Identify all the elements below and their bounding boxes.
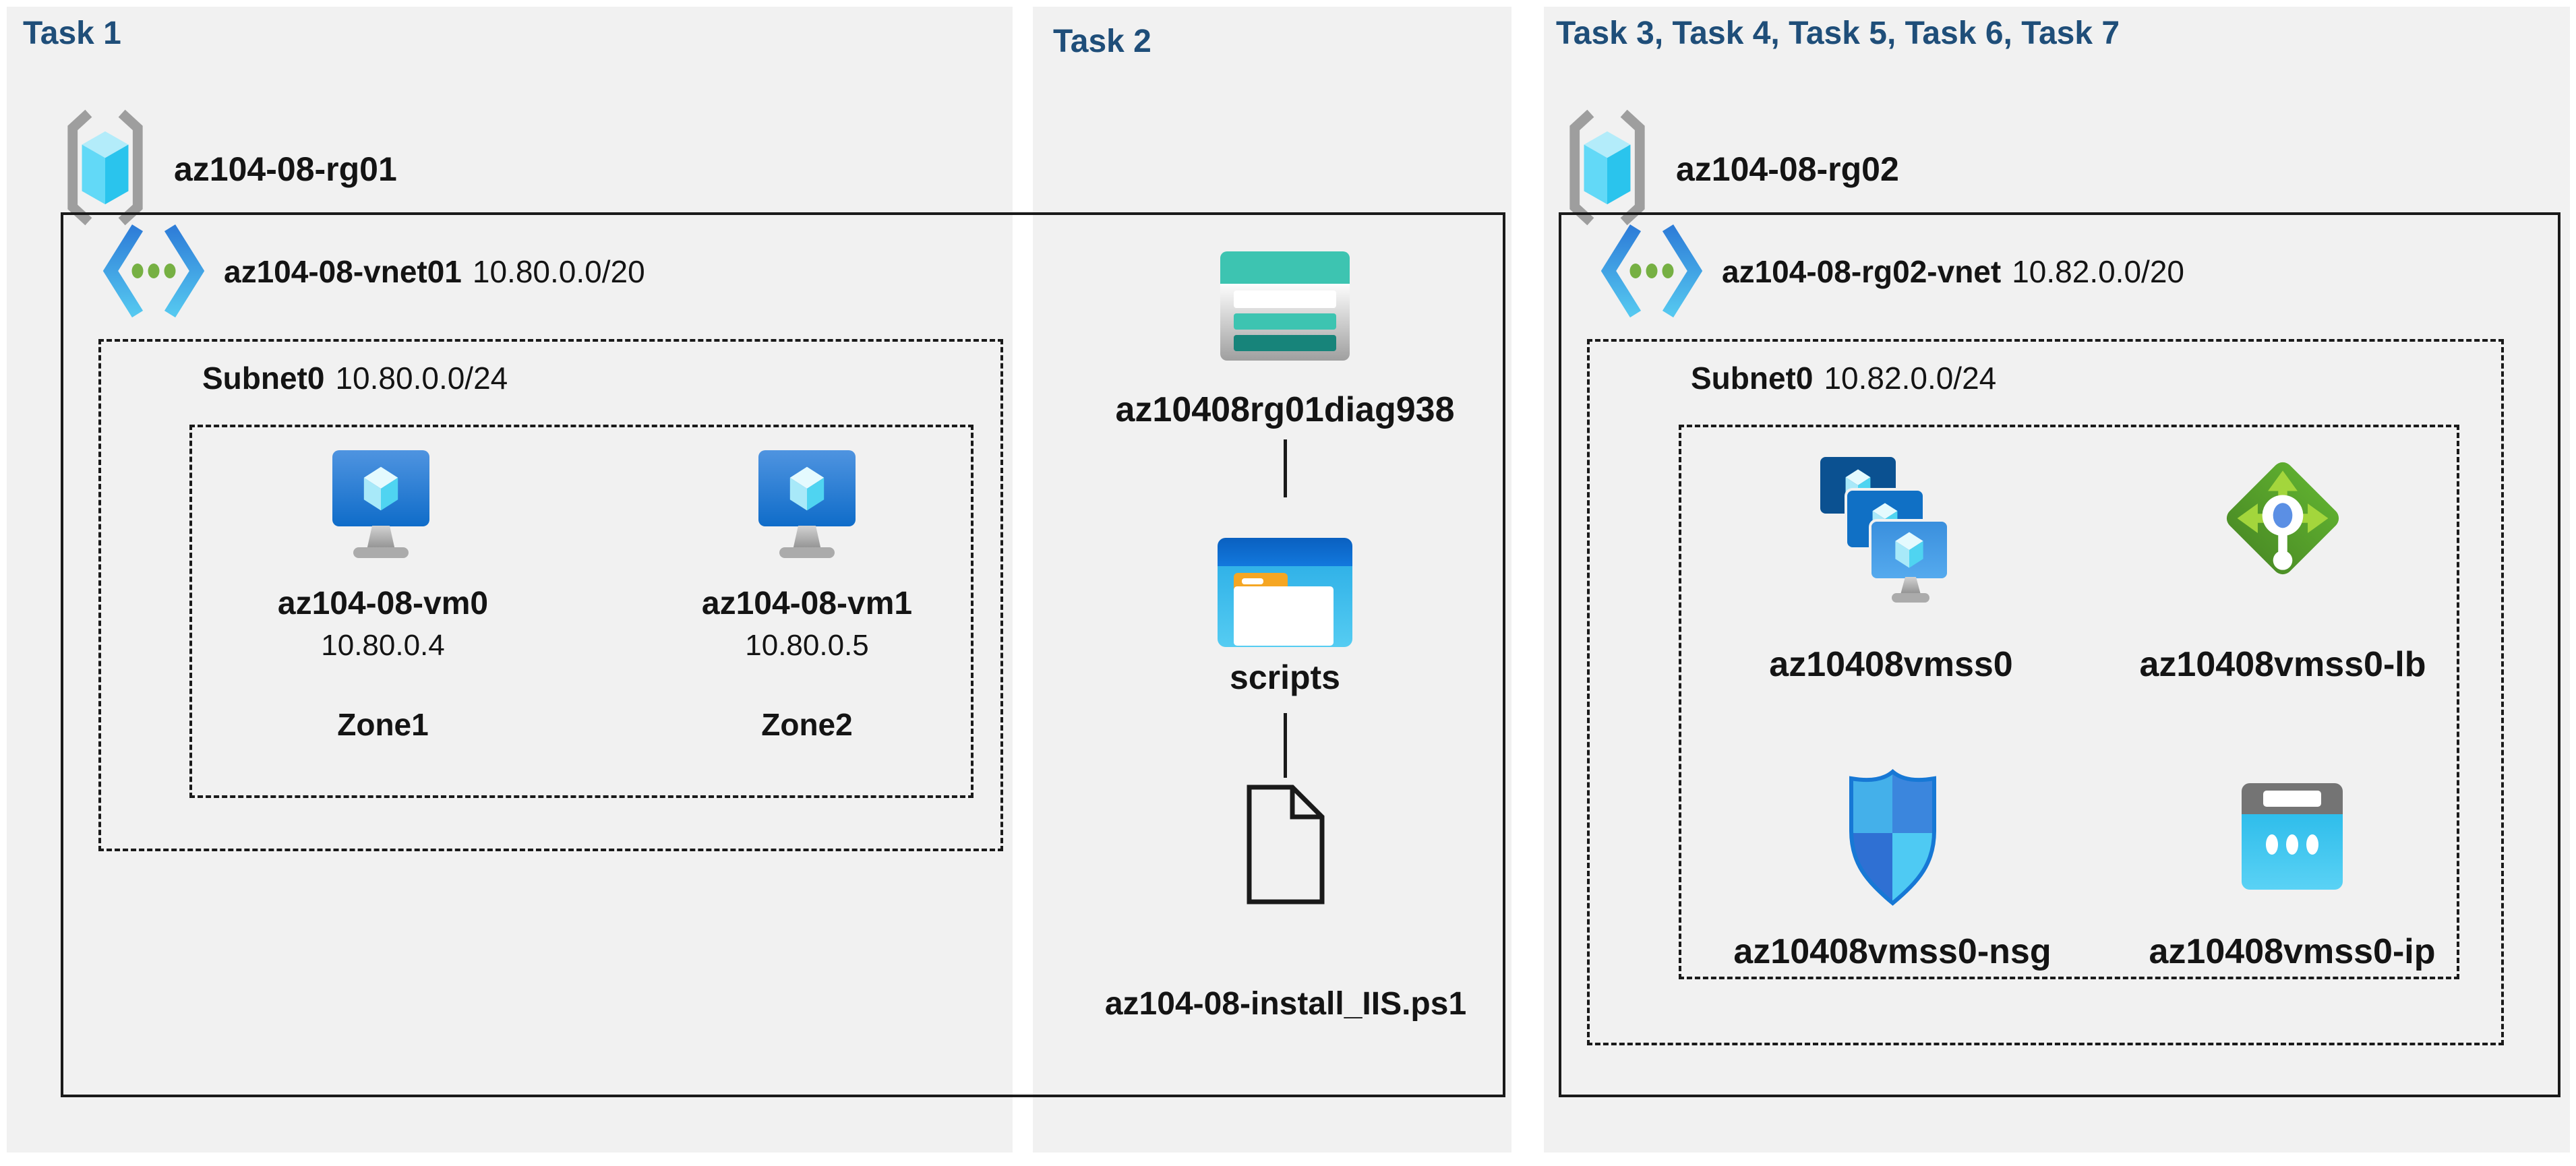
vm0-zone: Zone1 (337, 707, 429, 742)
vm1-zone: Zone2 (761, 707, 853, 742)
vm-stand (779, 526, 835, 558)
nsg-name: az10408vmss0-nsg (1733, 932, 2051, 971)
connector-line (1284, 439, 1287, 497)
vm1-ip: 10.80.0.5 (745, 629, 869, 662)
connector-line (1284, 713, 1287, 778)
task3-panel (1544, 7, 2570, 1153)
resource-group-icon (1569, 109, 1645, 226)
load-balancer-name: az10408vmss0-lb (2139, 645, 2426, 684)
subnet2-box (1587, 339, 2504, 1045)
vm-icon (332, 450, 429, 558)
subnet1-box (98, 339, 1003, 851)
virtual-network-icon (102, 224, 205, 318)
vm-screen (332, 450, 429, 526)
public-ip-icon (2242, 783, 2343, 890)
task1-title: Task 1 (23, 16, 121, 51)
vm-group-box (189, 425, 974, 798)
script-file-icon (1247, 785, 1325, 904)
vnet2-box (1559, 212, 2560, 1097)
network-security-group-icon (1849, 769, 1936, 906)
vm0-ip: 10.80.0.4 (321, 629, 445, 662)
task3-title: Task 3, Task 4, Task 5, Task 6, Task 7 (1556, 16, 2120, 51)
blob-container-icon (1218, 538, 1352, 647)
vmss-group-box (1679, 425, 2459, 979)
virtual-network-icon (1600, 224, 1703, 318)
storage-account-name: az10408rg01diag938 (1115, 390, 1455, 429)
resource-group-name: az104-08-rg02 (1676, 150, 1899, 188)
vm-cube-icon (789, 466, 825, 510)
vm-cube-icon (363, 466, 398, 510)
vm-screen (758, 450, 856, 526)
task2-title: Task 2 (1053, 24, 1151, 59)
resource-group-icon (67, 109, 143, 226)
load-balancer-icon (2226, 462, 2339, 575)
vm0-name: az104-08-vm0 (277, 586, 489, 621)
vm1-name: az104-08-vm1 (701, 586, 913, 621)
task1-panel (7, 7, 1013, 1153)
script-file-name: az104-08-install_IIS.ps1 (1104, 986, 1467, 1022)
vmss-name: az10408vmss0 (1769, 645, 2013, 684)
resource-group-name: az104-08-rg01 (174, 150, 397, 188)
vnet1-box (61, 212, 1505, 1097)
storage-account-icon (1220, 251, 1350, 361)
container-name: scripts (1230, 658, 1340, 696)
vm-scale-set-icon (1820, 457, 1948, 607)
vm-stand (353, 526, 409, 558)
vm-stand (1892, 577, 1929, 603)
public-ip-name: az10408vmss0-ip (2149, 932, 2436, 971)
vm-icon (758, 450, 856, 558)
